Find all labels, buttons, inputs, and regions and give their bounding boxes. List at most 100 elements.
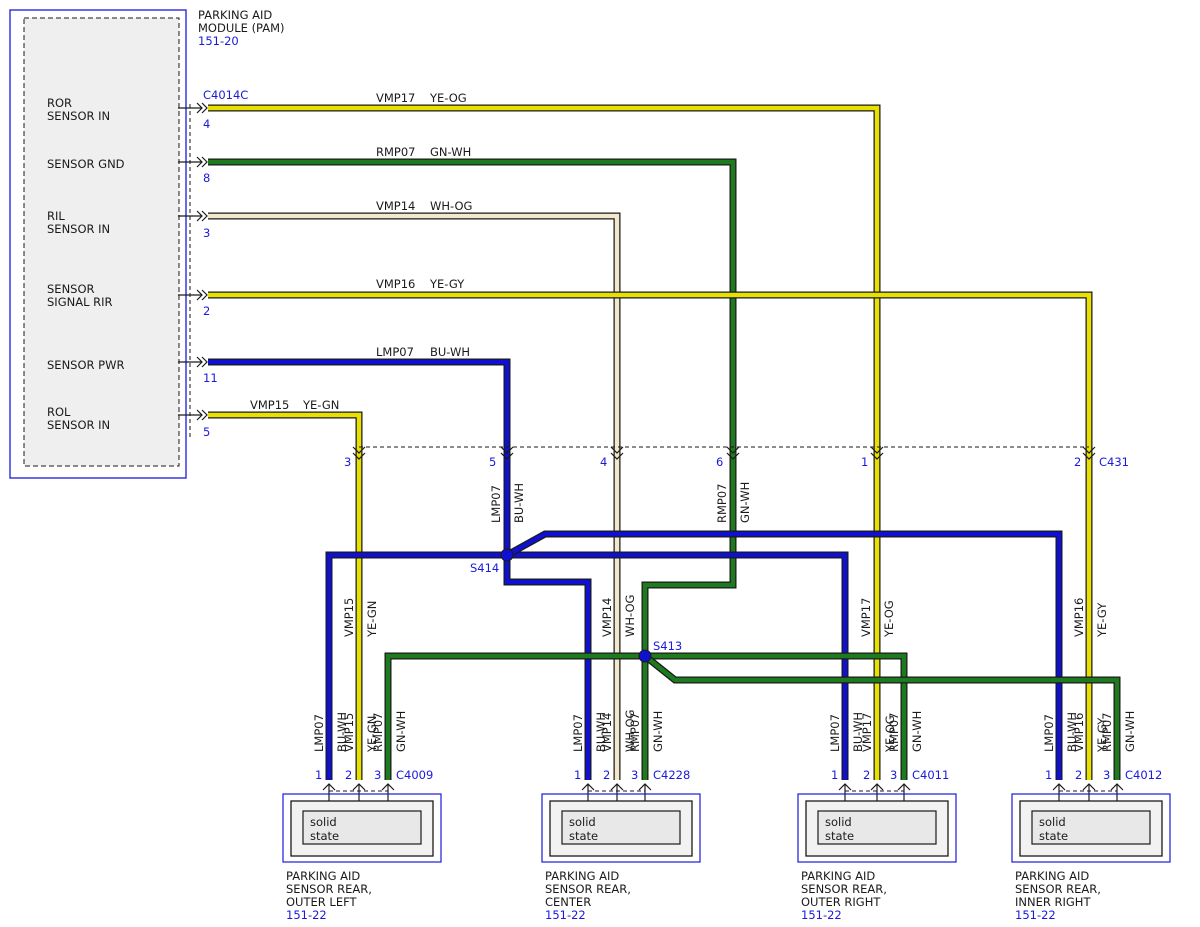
sensor-pin-number: 2 (603, 768, 610, 782)
sensor-pin-number: 1 (831, 768, 838, 782)
c431-label[interactable]: C431 (1099, 455, 1129, 469)
pin-label-ror-1: ROR (47, 96, 72, 110)
vlabel-ye-gn: YE-GN (365, 601, 379, 638)
pin-label-gnd: SENSOR GND (47, 157, 125, 171)
sensor-name-line: OUTER RIGHT (801, 895, 881, 909)
vlabel-vmp14: VMP14 (600, 598, 614, 637)
pin-label-rir-2: SIGNAL RIR (47, 295, 113, 309)
sensor-pin-number: 1 (315, 768, 322, 782)
sensor-state-line-1: solid (310, 815, 337, 829)
sensor-solid-state-block (302, 810, 422, 845)
label-vmp16: VMP16 (376, 277, 415, 291)
module-name-line-1: PARKING AID (198, 8, 272, 22)
wire-vmp14[interactable] (208, 212, 621, 780)
c431-pin-6: 6 (716, 455, 723, 469)
sensor-pin-circuit-label: LMP07 (1042, 714, 1056, 752)
module-pin-arrows (178, 102, 208, 421)
sensor-pin-circuit-label: RMP07 (628, 713, 642, 752)
sensor-name-line: PARKING AID (801, 869, 875, 883)
sensor-state-line-2: state (825, 829, 854, 843)
sensor-outline (541, 793, 701, 863)
module-pin-number-2: 2 (203, 304, 210, 318)
sensor-pin-color-label: GN-WH (651, 711, 665, 752)
module-pin-number-4: 4 (203, 117, 210, 131)
sensor-name-line: OUTER LEFT (286, 895, 357, 909)
vlabel-gn-wh: GN-WH (738, 482, 752, 523)
vlabel-ye-og: YE-OG (882, 600, 896, 638)
sensor-name-line: PARKING AID (545, 869, 619, 883)
label-vmp15: VMP15 (250, 398, 289, 412)
module-outline (9, 9, 187, 479)
sensor-name-line: PARKING AID (286, 869, 360, 883)
vlabel-bu-wh: BU-WH (512, 483, 526, 523)
pin-label-ril-1: RIL (47, 209, 65, 223)
sensor-pin-color-label: BU-WH (851, 712, 865, 752)
sensor-ref[interactable]: 151-22 (801, 908, 842, 922)
label-ye-gy: YE-GY (429, 277, 465, 291)
sensor-pin-number: 3 (890, 768, 897, 782)
splice-s413-dot (638, 649, 652, 663)
sensor-state-line-2: state (1039, 829, 1068, 843)
c431-pin-4: 4 (600, 455, 607, 469)
sensor-outline (282, 793, 442, 863)
splice-s414-dot (500, 548, 514, 562)
sensor-connector-label[interactable]: C4011 (912, 768, 949, 782)
label-lmp07: LMP07 (376, 345, 414, 359)
label-vmp14: VMP14 (376, 199, 415, 213)
c431-pin-5: 5 (489, 455, 496, 469)
wire-vmp14-fill (208, 213, 620, 780)
sensor-pin-number: 1 (574, 768, 581, 782)
sensor-connector-label[interactable]: C4228 (653, 768, 690, 782)
label-gn-wh: GN-WH (430, 145, 471, 159)
module-pin-number-5: 5 (203, 425, 210, 439)
sensor-name-line: CENTER (545, 895, 591, 909)
vlabel-lmp07: LMP07 (489, 485, 503, 523)
wire-rmp07-main-fill (208, 159, 736, 656)
wire-vmp17-fill (208, 105, 880, 780)
sensor-pin-number: 3 (631, 768, 638, 782)
sensor-name-line: PARKING AID (1015, 869, 1089, 883)
sensor-ref[interactable]: 151-22 (545, 908, 586, 922)
sensor-ref[interactable]: 151-22 (1015, 908, 1056, 922)
sensor-pin-color-label: YE-OG (883, 715, 897, 753)
label-bu-wh: BU-WH (430, 345, 470, 359)
c431-connector: 3 5 4 6 1 2 C431 (344, 446, 1129, 469)
sensor-pin-circuit-label: VMP16 (1072, 713, 1086, 752)
c431-pin-3: 3 (344, 455, 351, 469)
sensor-name-line: SENSOR REAR, (286, 882, 372, 896)
sensor-connector-label[interactable]: C4012 (1125, 768, 1162, 782)
module-pin-number-8: 8 (203, 171, 210, 185)
sensor-pin-circuit-label: RMP07 (371, 713, 385, 752)
sensor-ref[interactable]: 151-22 (286, 908, 327, 922)
label-rmp07: RMP07 (376, 145, 415, 159)
sensor-state-line-1: solid (1039, 815, 1066, 829)
c431-pin-1: 1 (861, 455, 868, 469)
sensor-pin-color-label: WH-OG (623, 710, 637, 752)
sensor-pin-circuit-label: RMP07 (887, 713, 901, 752)
sensor-pin-number: 3 (374, 768, 381, 782)
sensor-pin-color-label: BU-WH (594, 712, 608, 752)
sensor-pin-circuit-label: LMP07 (571, 714, 585, 752)
vlabel-vmp15: VMP15 (342, 598, 356, 637)
vertical-wire-labels: LMP07 BU-WH RMP07 GN-WH VMP15 YE-GN VMP1… (342, 482, 1109, 638)
splice-s414-label: S414 (470, 561, 499, 575)
module-pin-number-3: 3 (203, 226, 210, 240)
module-ref[interactable]: 151-20 (198, 34, 239, 48)
label-ye-og: YE-OG (429, 91, 467, 105)
wire-vmp15-fill (208, 412, 362, 780)
sensor-pin-color-label: BU-WH (335, 712, 349, 752)
sensor-connector-label[interactable]: C4009 (396, 768, 433, 782)
pin-label-pwr: SENSOR PWR (47, 358, 124, 372)
sensor-name-line: SENSOR REAR, (545, 882, 631, 896)
module-connector-label[interactable]: C4014C (203, 88, 248, 102)
sensor-pin-number: 2 (1075, 768, 1082, 782)
sensor-state-line-1: solid (569, 815, 596, 829)
sensor-solid-state-block (561, 810, 681, 845)
sensor-pin-circuit-label: LMP07 (312, 714, 326, 752)
sensor-pin-number: 2 (863, 768, 870, 782)
